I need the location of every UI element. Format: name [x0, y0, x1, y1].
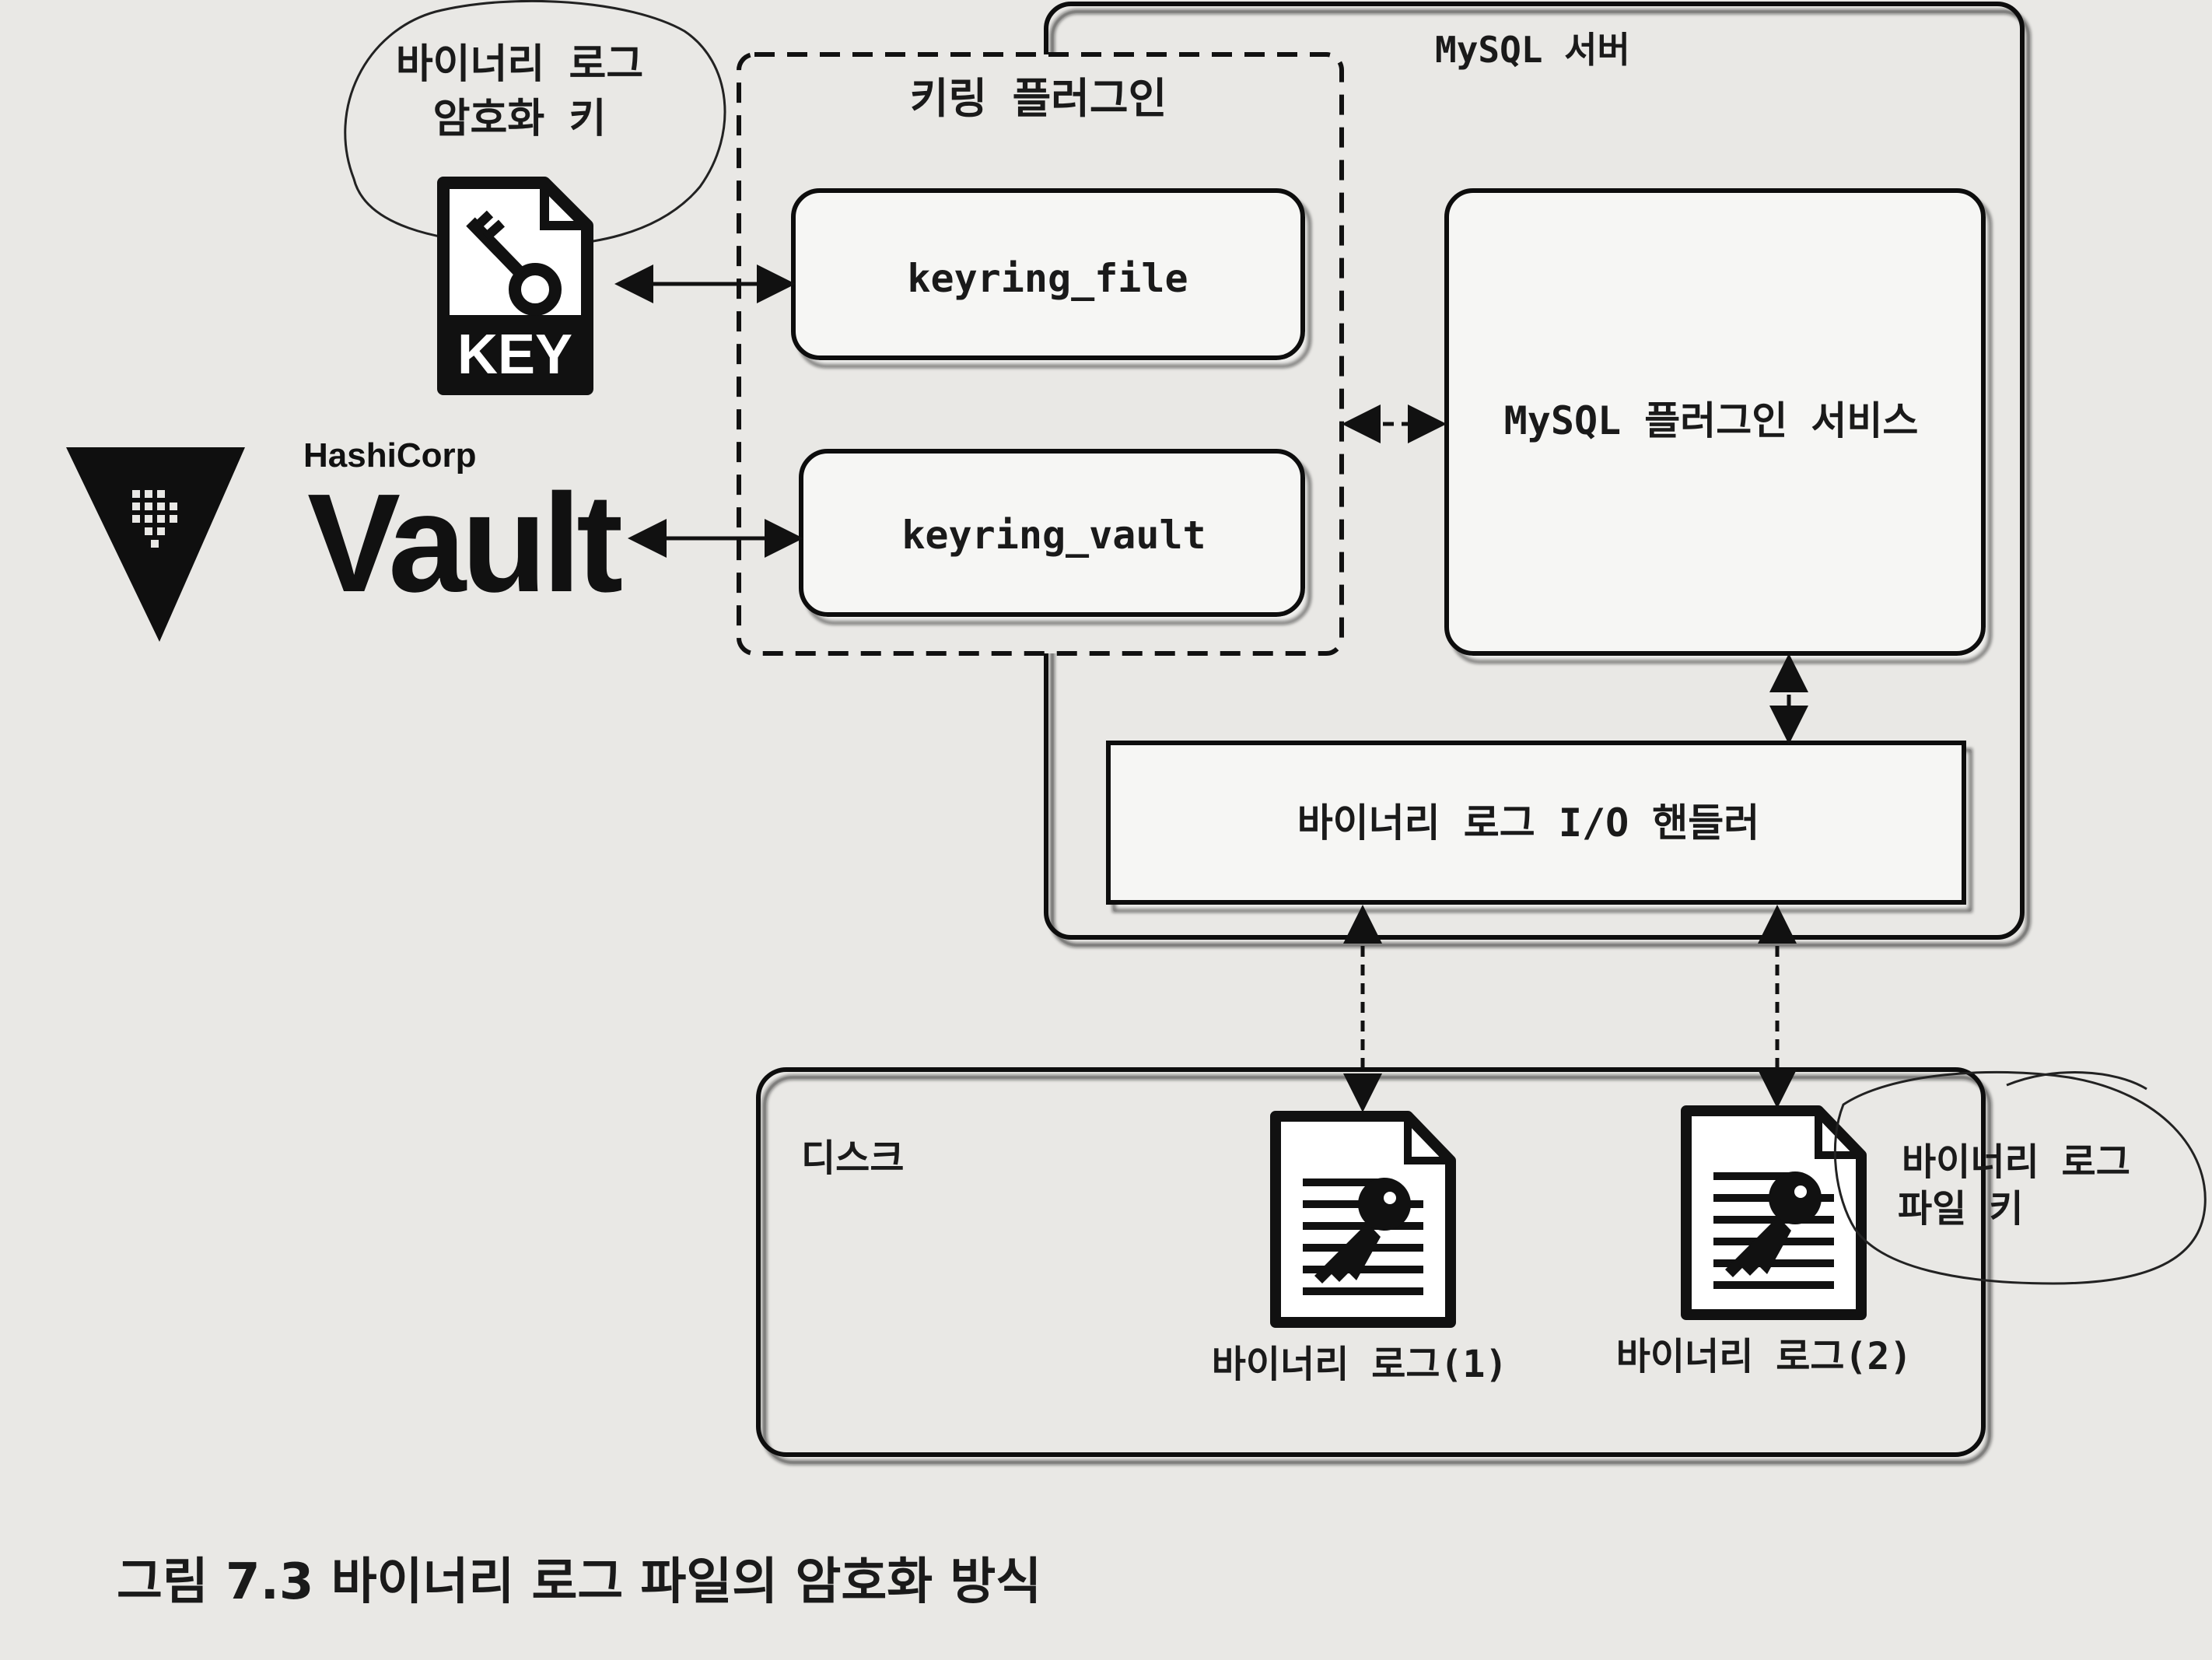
master-key-note-line1: 바이너리 로그 [396, 41, 643, 88]
vault-brand-small: HashiCorp [303, 436, 476, 475]
vault-logo-icon [66, 447, 245, 642]
keyring-file-label: keyring_file [907, 256, 1188, 301]
vault-brand-big: Vault [307, 465, 621, 622]
keyring-plugin-label: 키링 플러그인 [910, 74, 1167, 123]
key-file-icon [437, 177, 593, 395]
key-file-badge: KEY [457, 324, 572, 386]
binlog1-file-icon [1270, 1111, 1456, 1328]
file-key-note [1833, 1070, 2207, 1285]
master-key-note-line2: 암호화 키 [433, 96, 607, 142]
binlog2-file-icon [1681, 1105, 1867, 1320]
figure-caption: 그림 7.3 바이너리 로그 파일의 암호화 방식 [117, 1553, 1041, 1611]
binlog1-label: 바이너리 로그(1) [1212, 1343, 1508, 1386]
binlog2-label: 바이너리 로그(2) [1616, 1335, 1913, 1378]
keyring-vault-label: keyring_vault [901, 513, 1206, 558]
file-key-note-line2: 파일 키 [1898, 1187, 2023, 1231]
io-handler-box [1106, 741, 1966, 905]
io-handler-label: 바이너리 로그 I/O 핸들러 [1297, 800, 1760, 846]
plugin-service-box [1444, 188, 1986, 656]
disk-label: 디스크 [801, 1136, 904, 1180]
file-key-note-line1: 바이너리 로그 [1902, 1140, 2130, 1184]
plugin-service-label: MySQL 플러그인 서비스 [1504, 398, 1919, 443]
mysql-server-label: MySQL 서버 [1435, 29, 1630, 71]
